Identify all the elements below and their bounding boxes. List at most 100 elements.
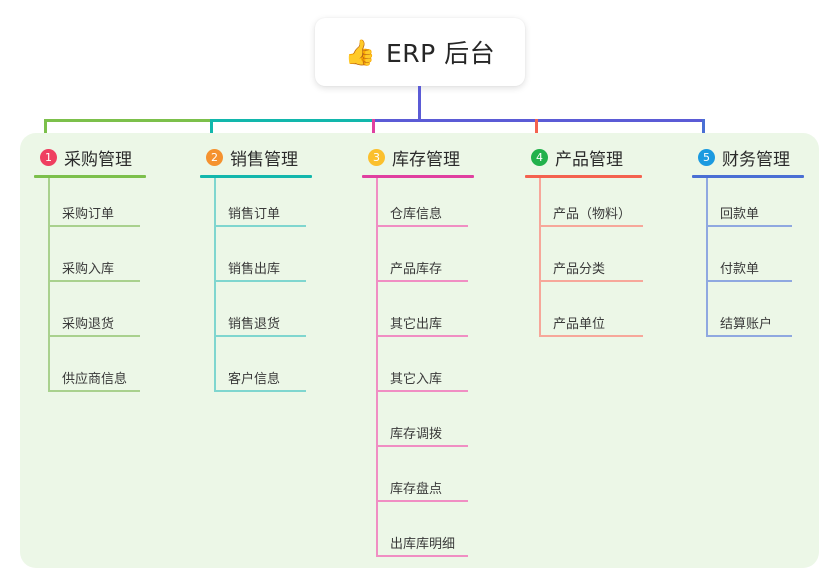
- leaf-item[interactable]: 其它出库: [362, 288, 474, 343]
- leaf-item[interactable]: 其它入库: [362, 343, 474, 398]
- column-badge-5: 5: [698, 148, 715, 166]
- leaf-item[interactable]: 销售退货: [200, 288, 312, 343]
- leaf-rule: [214, 390, 306, 392]
- column-1: 1 采购管理采购订单采购入库采购退货供应商信息: [34, 145, 146, 398]
- leaf-spine-2: [214, 178, 216, 392]
- column-rule-5: [692, 175, 804, 178]
- leaf-label: 销售出库: [228, 262, 281, 277]
- leaf-item[interactable]: 库存调拨: [362, 398, 474, 453]
- leaf-item[interactable]: 销售出库: [200, 233, 312, 288]
- leaf-rule: [376, 335, 468, 337]
- leaf-rule: [376, 500, 468, 502]
- column-header-1[interactable]: 1 采购管理: [34, 145, 146, 170]
- leaf-label: 供应商信息: [62, 372, 128, 387]
- leaf-rule: [376, 280, 468, 282]
- leaf-rule: [48, 335, 140, 337]
- leaf-rule: [376, 445, 468, 447]
- leaf-label: 采购订单: [62, 207, 115, 222]
- column-title-2: 销售管理: [230, 149, 298, 170]
- column-title-1: 采购管理: [64, 149, 132, 170]
- leaf-item[interactable]: 客户信息: [200, 343, 312, 398]
- column-header-4[interactable]: 4 产品管理: [525, 145, 642, 170]
- column-badge-2: 2: [206, 148, 223, 166]
- column-title-5: 财务管理: [722, 149, 790, 170]
- leaf-label: 产品库存: [390, 262, 443, 277]
- leaf-label: 结算账户: [720, 317, 773, 332]
- leaf-item[interactable]: 出库库明细: [362, 508, 474, 563]
- leaf-label: 出库库明细: [390, 537, 456, 552]
- leaf-label: 采购退货: [62, 317, 115, 332]
- leaf-list-3: 仓库信息产品库存其它出库其它入库库存调拨库存盘点出库库明细: [362, 178, 474, 563]
- leaf-item[interactable]: 采购退货: [34, 288, 146, 343]
- leaf-label: 客户信息: [228, 372, 281, 387]
- leaf-rule: [376, 225, 468, 227]
- leaf-item[interactable]: 采购入库: [34, 233, 146, 288]
- leaf-rule: [214, 335, 306, 337]
- leaf-rule: [48, 390, 140, 392]
- leaf-item[interactable]: 销售订单: [200, 178, 312, 233]
- column-badge-3: 3: [368, 148, 385, 166]
- leaf-item[interactable]: 产品库存: [362, 233, 474, 288]
- column-header-2[interactable]: 2 销售管理: [200, 145, 312, 170]
- column-2: 2 销售管理销售订单销售出库销售退货客户信息: [200, 145, 312, 398]
- leaf-rule: [214, 280, 306, 282]
- leaf-item[interactable]: 结算账户: [692, 288, 804, 343]
- leaf-spine-5: [706, 178, 708, 337]
- leaf-item[interactable]: 仓库信息: [362, 178, 474, 233]
- leaf-rule: [376, 555, 468, 557]
- column-rule-4: [525, 175, 642, 178]
- column-header-5[interactable]: 5 财务管理: [692, 145, 804, 170]
- column-badge-4: 4: [531, 148, 548, 166]
- leaf-label: 库存盘点: [390, 482, 443, 497]
- bus-segment-purple: [372, 119, 705, 122]
- leaf-spine-1: [48, 178, 50, 392]
- leaf-item[interactable]: 产品分类: [525, 233, 643, 288]
- leaf-rule: [539, 225, 643, 227]
- leaf-label: 销售退货: [228, 317, 281, 332]
- column-4: 4 产品管理产品（物料） 产品分类产品单位: [525, 145, 643, 343]
- column-rule-3: [362, 175, 474, 178]
- root-node[interactable]: 👍 ERP 后台: [315, 18, 525, 86]
- leaf-spine-3: [376, 178, 378, 557]
- leaf-list-1: 采购订单采购入库采购退货供应商信息: [34, 178, 146, 398]
- leaf-label: 产品（物料）: [553, 207, 632, 222]
- leaf-item[interactable]: 采购订单: [34, 178, 146, 233]
- leaf-rule: [214, 225, 306, 227]
- root-stem: [418, 86, 421, 122]
- column-badge-1: 1: [40, 148, 57, 166]
- leaf-label: 其它出库: [390, 317, 443, 332]
- column-title-4: 产品管理: [555, 149, 623, 170]
- leaf-label: 仓库信息: [390, 207, 443, 222]
- leaf-list-4: 产品（物料） 产品分类产品单位: [525, 178, 643, 343]
- column-5: 5 财务管理回款单付款单结算账户: [692, 145, 804, 343]
- leaf-item[interactable]: 供应商信息: [34, 343, 146, 398]
- leaf-label: 其它入库: [390, 372, 443, 387]
- leaf-list-5: 回款单付款单结算账户: [692, 178, 804, 343]
- leaf-rule: [539, 335, 643, 337]
- leaf-rule: [376, 390, 468, 392]
- leaf-rule: [706, 335, 792, 337]
- leaf-item[interactable]: 付款单: [692, 233, 804, 288]
- column-rule-2: [200, 175, 312, 178]
- leaf-label: 回款单: [720, 207, 760, 222]
- leaf-label: 付款单: [720, 262, 760, 277]
- bus-segment-green: [44, 119, 213, 122]
- leaf-item[interactable]: 回款单: [692, 178, 804, 233]
- leaf-label: 库存调拨: [390, 427, 443, 442]
- bus-segment-teal: [210, 119, 375, 122]
- leaf-rule: [539, 280, 643, 282]
- root-title: ERP 后台: [385, 39, 496, 68]
- leaf-spine-4: [539, 178, 541, 337]
- leaf-rule: [706, 280, 792, 282]
- leaf-item[interactable]: 产品（物料）: [525, 178, 643, 233]
- branches-panel: [20, 133, 819, 568]
- leaf-item[interactable]: 产品单位: [525, 288, 643, 343]
- column-rule-1: [34, 175, 146, 178]
- leaf-label: 采购入库: [62, 262, 115, 277]
- leaf-label: 产品单位: [553, 317, 606, 332]
- leaf-item[interactable]: 库存盘点: [362, 453, 474, 508]
- leaf-label: 销售订单: [228, 207, 281, 222]
